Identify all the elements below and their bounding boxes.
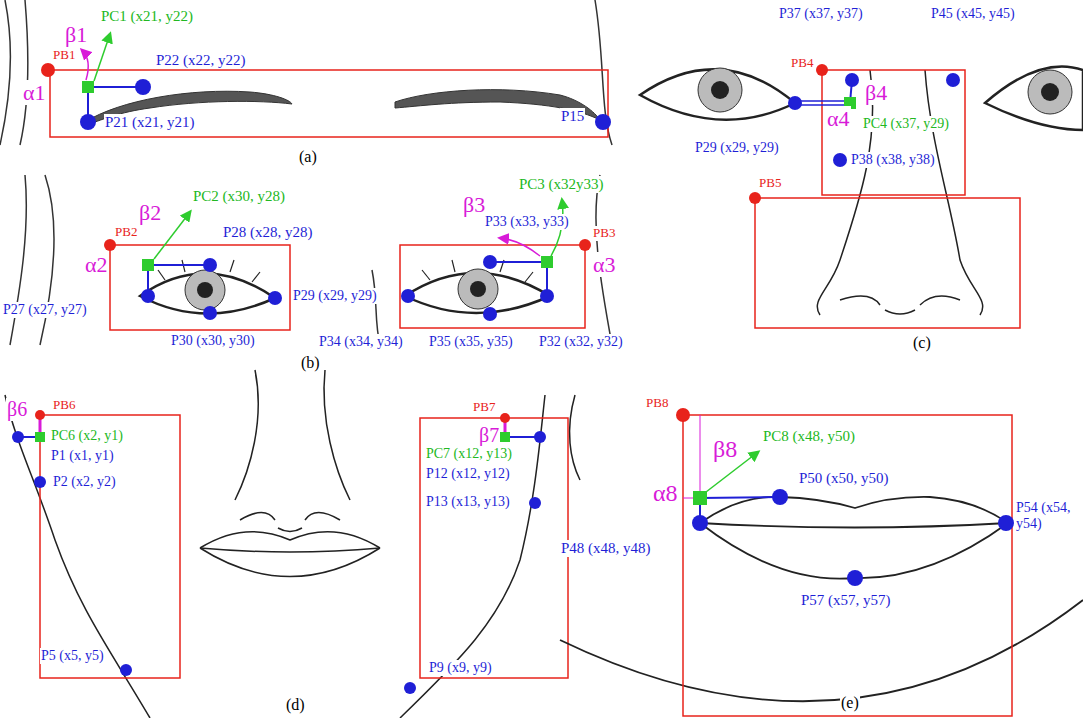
point-label: PB6 [52, 398, 76, 413]
point-label: PB2 [114, 225, 138, 240]
point-label: α3 [592, 252, 617, 277]
point-label: P30 (x30, y30) [170, 333, 256, 349]
panel-caption: (a) [298, 148, 318, 166]
point-label: β6 [6, 398, 28, 421]
point-label: P35 (x35, y35) [428, 334, 514, 350]
point-label: P33 (x33, y33) [484, 214, 570, 230]
point-label: P2 (x2, y2) [52, 474, 117, 490]
point-label: P54 (x54, y54) [1015, 500, 1079, 532]
point-label: PC4 (x37, y29) [862, 116, 950, 132]
point-label: P50 (x50, y50) [798, 470, 890, 487]
point-label: α8 [652, 480, 679, 508]
point-label: P27 (x27, y27) [2, 302, 88, 318]
point-label: α1 [22, 80, 47, 105]
point-label: P1 (x1, y1) [50, 448, 115, 464]
point-label: PB7 [472, 400, 496, 415]
point-label: β3 [462, 192, 486, 217]
point-label: PC2 (x30, y28) [192, 188, 286, 205]
point-label: P45 (x45, y45) [930, 6, 1016, 22]
point-label: P9 (x9, y9) [428, 660, 493, 676]
point-label: P29 (x29, y29) [694, 140, 780, 156]
point-label: β8 [712, 436, 738, 464]
point-label: PB8 [645, 396, 669, 411]
point-label: P22 (x22, y22) [155, 52, 247, 69]
point-label: α2 [84, 252, 109, 277]
point-label: P5 (x5, y5) [40, 648, 105, 664]
point-label: β1 [64, 22, 88, 47]
point-label: P32 (x32, y32) [538, 334, 624, 350]
point-label: PC1 (x21, y22) [100, 8, 194, 25]
point-label: β7 [478, 424, 500, 447]
panel-caption: (c) [912, 334, 932, 352]
point-label: β2 [138, 200, 162, 225]
point-label: P13 (x13, y13) [425, 494, 511, 510]
point-label: PB1 [52, 48, 76, 63]
point-label: P57 (x57, y57) [800, 592, 892, 609]
panel-caption: (e) [840, 694, 860, 712]
point-label: α4 [826, 106, 851, 131]
point-label: β4 [864, 80, 888, 105]
point-label: P34 (x34, y34) [318, 334, 404, 350]
point-label: PB3 [592, 226, 616, 241]
point-label: P48 (x48, y48) [560, 540, 652, 557]
panel-caption: (b) [300, 354, 321, 372]
point-label: PC6 (x2, y1) [50, 428, 124, 444]
point-label: P12 (x12, y12) [425, 466, 511, 482]
point-label: PC7 (x12, y13) [425, 446, 513, 462]
point-label: PB4 [790, 56, 814, 71]
panel-caption: (d) [285, 696, 306, 714]
point-label: P37 (x37, y37) [778, 6, 864, 22]
point-label: P21 (x21, y21) [104, 114, 196, 131]
point-label: PC8 (x48, y50) [762, 428, 856, 445]
point-label: PB5 [758, 176, 782, 191]
point-label: P15 [560, 108, 585, 125]
point-label: P38 (x38, y38) [850, 152, 936, 168]
point-label: PC3 (x32y33) [518, 176, 605, 193]
point-label: P28 (x28, y28) [222, 224, 314, 241]
point-label: P29 (x29, y29) [292, 288, 378, 304]
